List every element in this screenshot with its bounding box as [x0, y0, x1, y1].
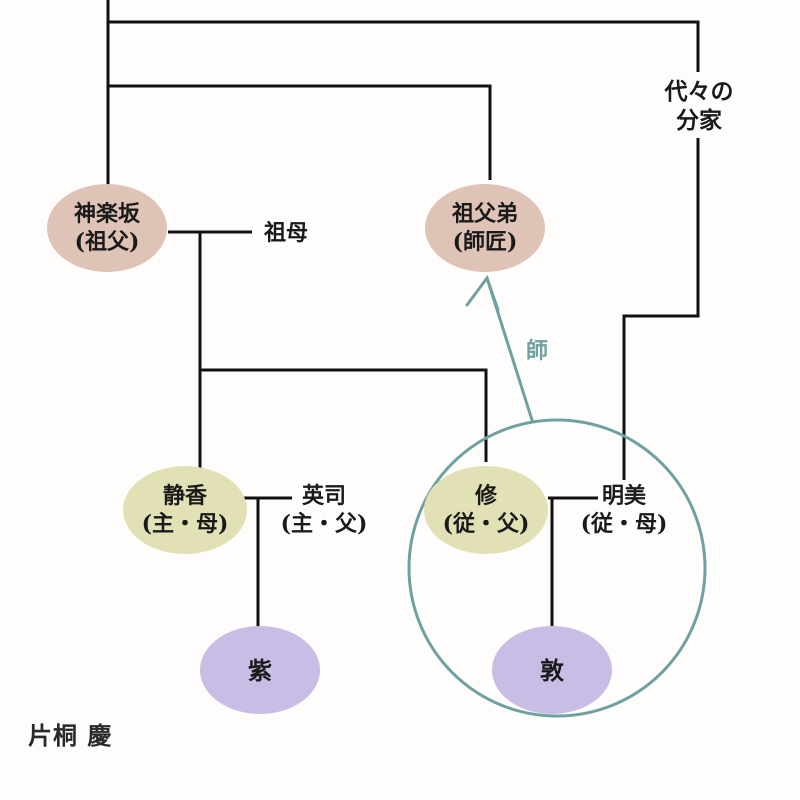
family-lines: [106, 0, 700, 628]
apprentice-circle: [407, 418, 707, 718]
author-credit: 片桐 慶: [28, 721, 113, 750]
node-osamu: 修 (従・父): [424, 466, 548, 554]
node-murasaki: 紫: [200, 626, 320, 714]
node-atsushi: 敦: [492, 626, 612, 714]
node-grandmother-label: 祖母: [264, 220, 308, 246]
great-uncle-line: [108, 84, 492, 180]
node-atsushi-ellipse: [492, 626, 612, 714]
node-atsushi-name: 敦: [540, 656, 565, 685]
node-great-uncle-name: 祖父弟: [452, 201, 518, 227]
node-osamu-ellipse: [424, 466, 548, 554]
node-great-uncle-role: (師匠): [453, 229, 518, 255]
node-osamu-role: (従・父): [443, 511, 530, 537]
node-kagurazaka-ellipse: [47, 184, 167, 272]
node-kagurazaka-name: 神楽坂: [74, 201, 141, 227]
node-murasaki-ellipse: [200, 626, 320, 714]
master-arrow-label: 師: [526, 338, 548, 364]
node-kagurazaka-role: (祖父): [75, 229, 140, 255]
branch-family-line: [108, 20, 700, 480]
branch-family-label-line2: 分家: [676, 107, 722, 134]
branch-family-label-line1: 代々の: [664, 78, 734, 105]
node-osamu-name: 修: [474, 483, 498, 509]
node-great-uncle-ellipse: [425, 184, 545, 272]
node-eiji-name: 英司: [302, 483, 346, 509]
master-arrow-head: [465, 274, 500, 312]
node-kagurazaka: 神楽坂 (祖父): [47, 184, 167, 272]
node-shizuka: 静香 (主・母): [123, 466, 247, 554]
node-shizuka-ellipse: [123, 466, 247, 554]
siblings-line: [200, 368, 488, 462]
node-great-uncle: 祖父弟 (師匠): [425, 184, 545, 272]
node-eiji-role: (主・父): [281, 511, 368, 537]
node-murasaki-name: 紫: [248, 656, 272, 685]
node-akemi-name: 明美: [602, 483, 647, 509]
node-shizuka-name: 静香: [163, 483, 207, 509]
node-shizuka-role: (主・母): [142, 511, 229, 537]
master-arrow: [465, 274, 534, 422]
node-akemi-role: (従・母): [581, 511, 668, 537]
branch-family-label-bg: [654, 72, 744, 138]
